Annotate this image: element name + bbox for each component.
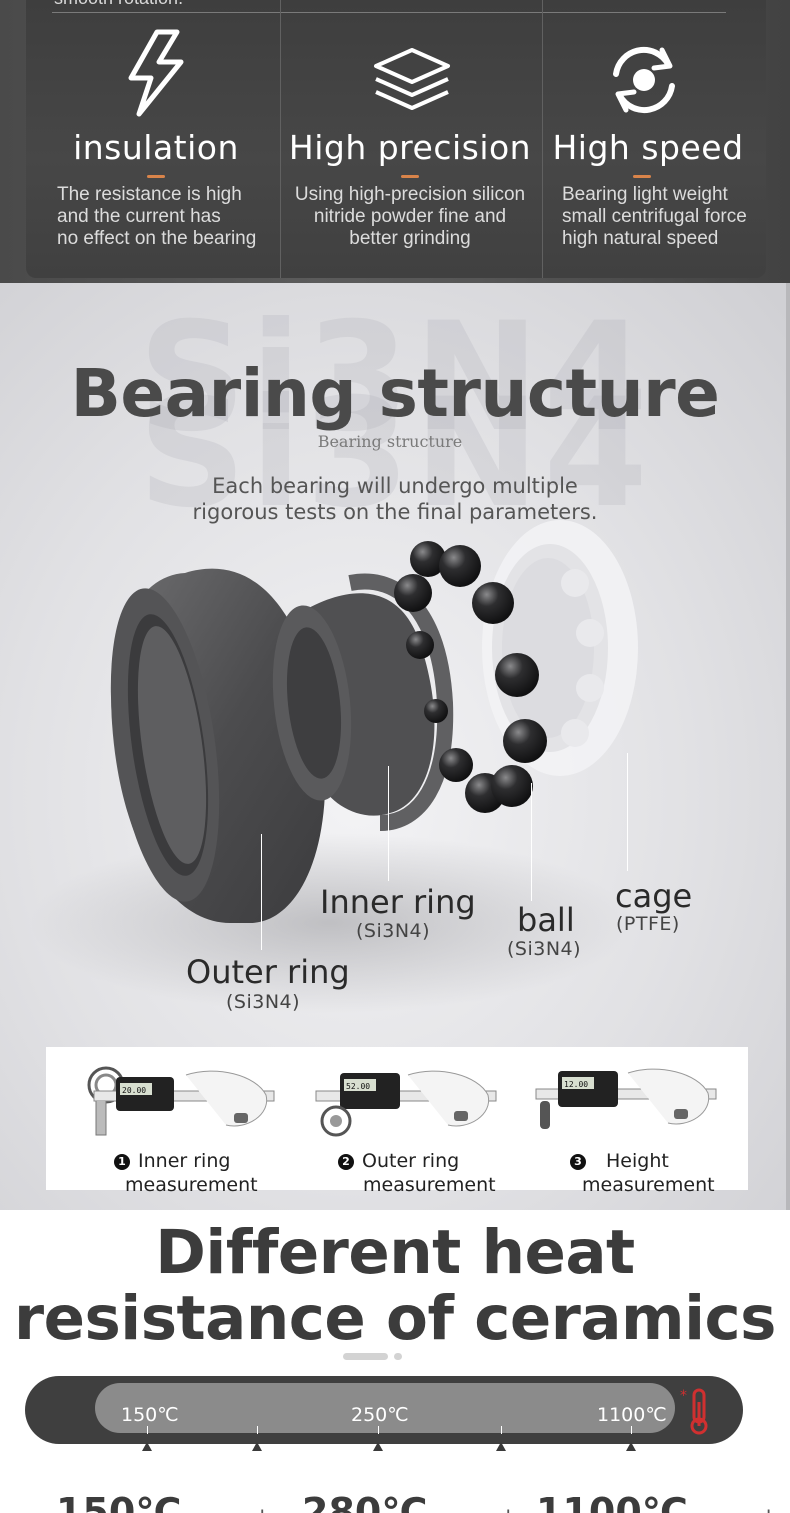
feature-title: insulation xyxy=(73,128,239,167)
scale-marker xyxy=(252,1442,262,1451)
balls xyxy=(394,541,547,813)
section-title: Different heat resistance of ceramics xyxy=(14,1217,776,1354)
scale-tick xyxy=(501,1426,502,1434)
feature-high-speed: High speed Bearing light weight small ce… xyxy=(542,0,766,270)
scale-tick xyxy=(631,1426,632,1434)
rotation-icon xyxy=(602,38,686,127)
heat-resistance-section: Different heat resistance of ceramics 15… xyxy=(0,1210,790,1513)
caliper-readout: 52.00 xyxy=(346,1082,370,1091)
cage-label: cage xyxy=(615,877,693,915)
scale-label: 1100℃ xyxy=(597,1404,667,1426)
accent-bar xyxy=(147,175,165,178)
leader-line xyxy=(627,753,628,871)
scale-label: 150℃ xyxy=(121,1404,179,1426)
pager-dot[interactable] xyxy=(394,1353,402,1360)
cage-material: (PTFE) xyxy=(616,913,680,935)
caliper-illustration: 52.00 xyxy=(315,1070,497,1137)
layers-icon xyxy=(372,44,452,119)
bearing-structure-section: Si3N4 Si3N4 Bearing structure Bearing st… xyxy=(0,283,790,1210)
section-subtitle: Bearing structure xyxy=(317,432,463,451)
leader-line xyxy=(531,783,532,901)
leader-line xyxy=(388,766,389,881)
feature-desc: Bearing light weight small centrifugal f… xyxy=(562,184,747,249)
inner-ring-label: Inner ring xyxy=(320,883,476,921)
scale-marker xyxy=(496,1442,506,1451)
caliper-readout: 12.00 xyxy=(564,1080,588,1089)
scale-marker xyxy=(626,1442,636,1451)
divider xyxy=(542,0,543,278)
feature-desc: The resistance is high and the current h… xyxy=(57,184,257,249)
temperature-value: 1100℃ around xyxy=(536,1490,771,1513)
feature-desc: Using high-precision silicon nitride pow… xyxy=(294,184,526,249)
leader-line xyxy=(261,834,262,950)
divider xyxy=(280,0,281,278)
features-cut-text: smooth rotation. xyxy=(54,0,183,9)
section-description: Each bearing will undergo multiple rigor… xyxy=(192,474,598,524)
ball-material: (Si3N4) xyxy=(507,938,582,960)
temperature-value: 280℃ around xyxy=(302,1490,511,1513)
accent-bar xyxy=(401,175,419,178)
feature-insulation: insulation The resistance is high and th… xyxy=(26,0,286,270)
pager-dot-active[interactable] xyxy=(343,1353,388,1360)
thermometer-fill xyxy=(95,1383,675,1433)
feature-title: High precision xyxy=(288,128,532,167)
scale-marker xyxy=(373,1442,383,1451)
watermark: Si3N4 xyxy=(138,367,652,541)
outer-ring xyxy=(110,568,326,923)
lightning-icon xyxy=(121,28,191,123)
features-section: smooth rotation. insulation The resistan… xyxy=(0,0,790,283)
caliper-illustration: 12.00 xyxy=(535,1068,717,1129)
inner-ring-material: (Si3N4) xyxy=(356,920,431,942)
cage xyxy=(482,520,638,776)
step-number: 2 xyxy=(338,1154,354,1170)
scale-tick xyxy=(147,1426,148,1434)
svg-text:*: * xyxy=(680,1388,687,1404)
step-number: 1 xyxy=(114,1154,130,1170)
step-number: 3 xyxy=(570,1154,586,1170)
inner-ring xyxy=(272,573,454,831)
feature-title: High speed xyxy=(552,128,744,167)
caliper-illustration: 20.00 xyxy=(87,1066,275,1136)
scale-tick xyxy=(257,1426,258,1434)
outer-ring-material: (Si3N4) xyxy=(226,991,301,1013)
outer-ring-label: Outer ring xyxy=(186,953,350,991)
scale-label: 250℃ xyxy=(351,1404,409,1426)
thermometer-icon: * xyxy=(680,1386,714,1441)
feature-high-precision: High precision Using high-precision sili… xyxy=(280,0,540,270)
edge-strip xyxy=(786,283,790,1210)
caliper-readout: 20.00 xyxy=(122,1086,146,1095)
watermark: Si3N4 xyxy=(138,291,652,465)
temperature-value: 150℃ around xyxy=(56,1490,265,1513)
ball-label: ball xyxy=(517,901,575,939)
bearing-exploded-illustration xyxy=(30,520,638,1013)
divider xyxy=(52,12,726,13)
scale-marker xyxy=(142,1442,152,1451)
section-title: Bearing structure xyxy=(70,355,720,432)
scale-tick xyxy=(378,1426,379,1434)
accent-bar xyxy=(633,175,651,178)
